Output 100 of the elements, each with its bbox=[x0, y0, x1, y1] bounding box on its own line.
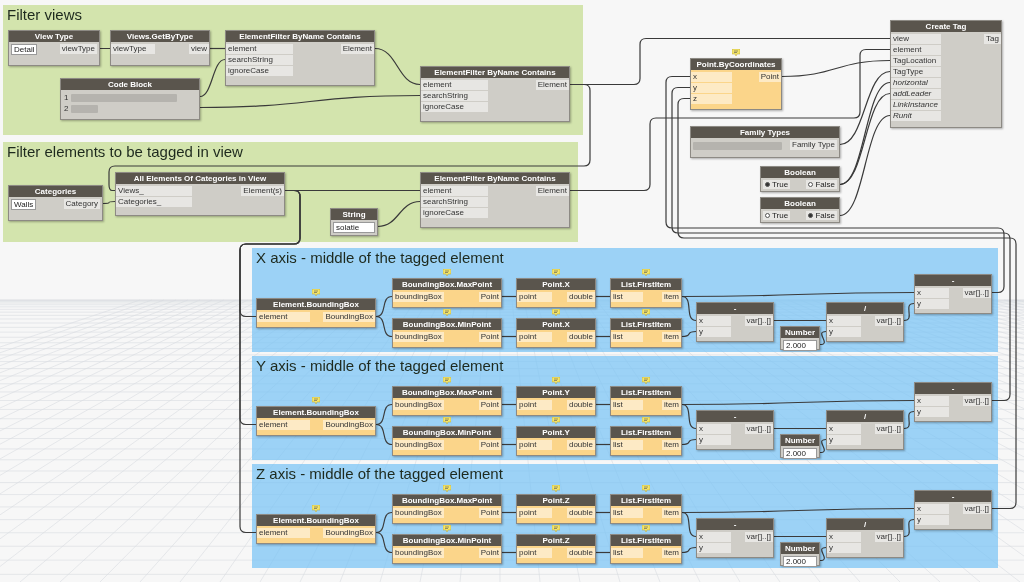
dynamo-node bbox=[392, 318, 502, 348]
input-port-label: y bbox=[827, 327, 862, 337]
dynamo-node bbox=[780, 542, 820, 566]
input-port-label: x bbox=[915, 288, 950, 298]
dynamo-node bbox=[516, 494, 596, 524]
group-title: Z axis - middle of the tagged element bbox=[256, 465, 503, 482]
input-port-label: boundingBox bbox=[393, 292, 444, 302]
node-title: / bbox=[827, 519, 903, 530]
input-port-label: searchString bbox=[421, 91, 488, 101]
dynamo-node bbox=[610, 318, 682, 348]
node-title: Create Tag bbox=[891, 21, 1001, 32]
wire bbox=[781, 59, 891, 78]
output-port-label: double bbox=[566, 508, 595, 518]
dynamo-node bbox=[610, 534, 682, 564]
input-port-label: list bbox=[611, 400, 643, 410]
wire bbox=[681, 438, 697, 446]
input-port-label: point bbox=[517, 440, 553, 450]
node-title: Views.GetByType bbox=[111, 31, 209, 42]
wire bbox=[819, 330, 827, 346]
wire bbox=[375, 315, 393, 338]
node-title: Number bbox=[781, 327, 819, 338]
node-title: - bbox=[915, 491, 991, 502]
wire bbox=[677, 97, 1017, 510]
output-port-label: Element bbox=[340, 44, 374, 54]
output-port-label: Point bbox=[478, 292, 501, 302]
input-port-label: point bbox=[517, 332, 553, 342]
wire bbox=[681, 403, 697, 430]
output-port-label: Element bbox=[535, 80, 569, 90]
value-field: 2.000 bbox=[783, 340, 817, 351]
dropdown-field: Detail bbox=[11, 44, 38, 55]
output-port-label: double bbox=[566, 292, 595, 302]
input-port-label: z bbox=[691, 94, 732, 104]
output-port-label: Point bbox=[478, 400, 501, 410]
node-title: BoundingBox.MaxPoint bbox=[393, 279, 501, 290]
input-port-label: x bbox=[697, 532, 732, 542]
dynamo-node bbox=[760, 197, 840, 223]
dynamo-node bbox=[392, 534, 502, 564]
input-port-label: x bbox=[827, 316, 862, 326]
wire bbox=[839, 114, 891, 217]
dynamo-node bbox=[60, 78, 200, 120]
node-title: Point.X bbox=[517, 319, 595, 330]
dynamo-node bbox=[516, 386, 596, 416]
output-port-label: double bbox=[566, 332, 595, 342]
wire bbox=[773, 535, 827, 538]
radio-option: False bbox=[806, 211, 837, 220]
input-port-label: point bbox=[517, 548, 553, 558]
dynamo-node bbox=[420, 66, 570, 122]
input-port-label: y bbox=[827, 435, 862, 445]
wire bbox=[681, 511, 697, 538]
input-port-label: x bbox=[691, 72, 732, 82]
input-port-label: Views_ bbox=[116, 186, 192, 196]
wire bbox=[903, 518, 915, 538]
output-port-label: var[]..[] bbox=[744, 424, 773, 434]
dynamo-node bbox=[516, 426, 596, 456]
node-title: Element.BoundingBox bbox=[257, 515, 375, 526]
dynamo-node bbox=[392, 386, 502, 416]
input-port-label: ignoreCase bbox=[421, 208, 488, 218]
node-title: List.FirstItem bbox=[611, 387, 681, 398]
dynamo-node bbox=[330, 208, 378, 236]
wire bbox=[595, 403, 611, 406]
input-port-label: y bbox=[697, 435, 732, 445]
dynamo-node bbox=[256, 406, 376, 436]
output-port-label: viewType bbox=[59, 44, 97, 54]
group-band bbox=[252, 356, 998, 460]
input-port-label: Runit bbox=[891, 111, 941, 121]
node-title: Element.BoundingBox bbox=[257, 407, 375, 418]
node-title: Point.Z bbox=[517, 535, 595, 546]
wire bbox=[773, 319, 827, 322]
output-port-label: var[]..[] bbox=[962, 504, 991, 514]
node-title: Boolean bbox=[761, 198, 839, 209]
wire bbox=[839, 70, 891, 146]
wire bbox=[199, 94, 421, 109]
group-title: Filter views bbox=[7, 6, 82, 23]
wire bbox=[375, 295, 393, 318]
wire bbox=[375, 423, 393, 446]
line-number: 2 bbox=[64, 104, 69, 113]
node-title: List.FirstItem bbox=[611, 319, 681, 330]
wire bbox=[773, 427, 827, 430]
input-port-label: point bbox=[517, 292, 553, 302]
wire bbox=[102, 200, 116, 205]
wire bbox=[665, 75, 1005, 294]
output-port-label: item bbox=[661, 400, 681, 410]
input-port-label: element bbox=[257, 528, 311, 538]
node-title: All Elements Of Categories in View bbox=[116, 173, 284, 184]
group-band bbox=[3, 142, 578, 242]
wire bbox=[903, 410, 915, 430]
input-port-label: x bbox=[915, 504, 950, 514]
input-port-label: x bbox=[827, 532, 862, 542]
node-title: / bbox=[827, 411, 903, 422]
node-title: String bbox=[331, 209, 377, 220]
output-port-label: BoundingBox bbox=[323, 528, 375, 538]
dynamo-node bbox=[914, 274, 992, 314]
input-port-label: viewType bbox=[111, 44, 156, 54]
dynamo-node bbox=[914, 382, 992, 422]
output-port-label: Family Type bbox=[790, 140, 837, 150]
wire bbox=[501, 403, 517, 406]
output-port-label: item bbox=[661, 440, 681, 450]
input-port-label: list bbox=[611, 292, 643, 302]
input-port-label: element bbox=[257, 312, 311, 322]
node-title: List.FirstItem bbox=[611, 535, 681, 546]
